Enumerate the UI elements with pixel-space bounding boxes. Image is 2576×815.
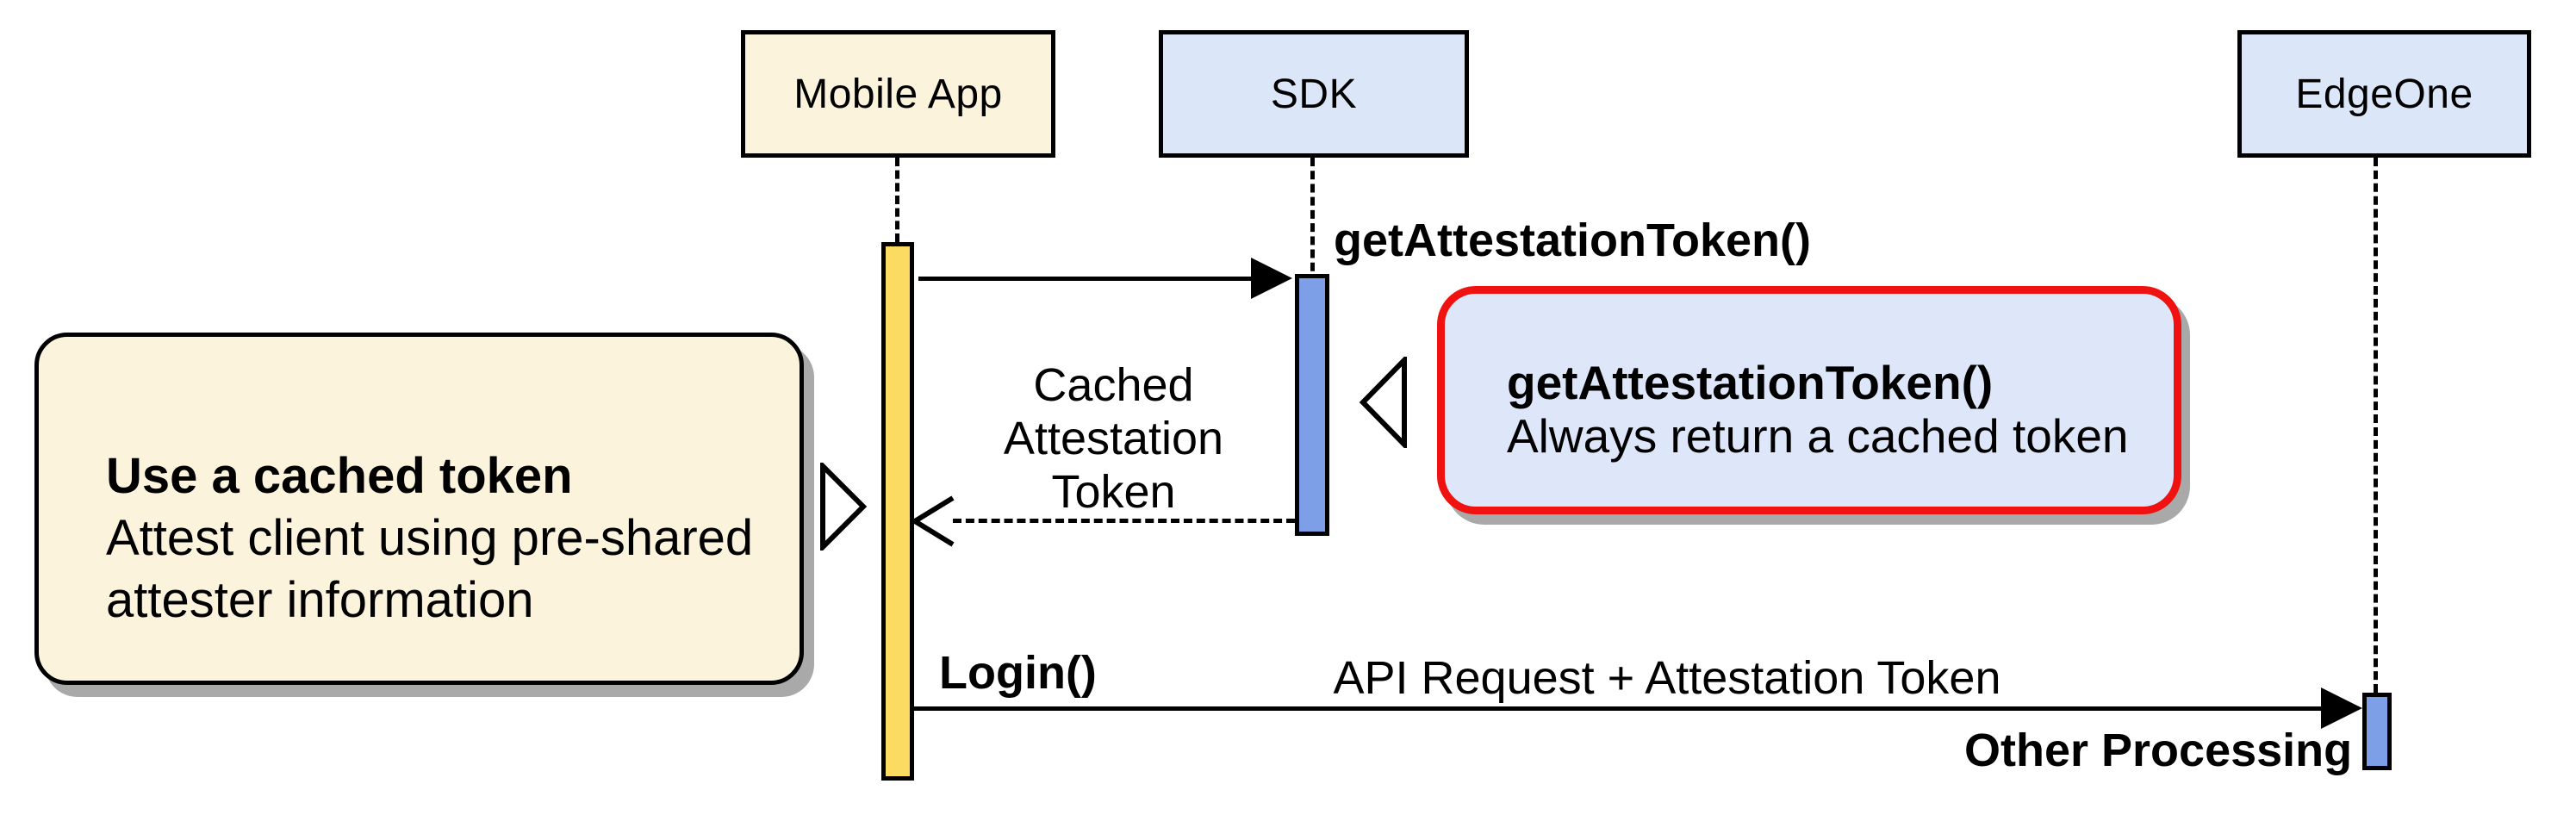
note-title-use-cached-token: Use a cached token (106, 448, 573, 504)
lifeline-mobile-app (895, 158, 899, 242)
open-arrowhead-cached-token-return (912, 495, 955, 547)
participant-box-mobile-app: Mobile App (741, 30, 1055, 158)
message-label-other-processing: Other Processing (1964, 725, 2353, 776)
message-label-api-request: API Request + Attestation Token (1333, 652, 2001, 704)
participant-label-edgeone: EdgeOne (2295, 71, 2473, 117)
note-use-cached-token: Use a cached token Attest client using p… (34, 333, 804, 685)
message-label-get-attestation-token: getAttestationToken() (1334, 215, 1811, 266)
note-connector-triangle-right (820, 463, 868, 551)
note-get-attestation-token: getAttestationToken() Always return a ca… (1437, 286, 2181, 514)
note-body-use-cached-token: Attest client using pre-shared attester … (106, 510, 754, 628)
participant-label-mobile-app: Mobile App (793, 71, 1003, 117)
message-line-api-request (914, 706, 2327, 711)
participant-box-edgeone: EdgeOne (2237, 30, 2531, 158)
activation-bar-sdk (1295, 274, 1329, 536)
note-body-get-attestation-token: Always return a cached token (1507, 409, 2129, 463)
participant-label-sdk: SDK (1270, 71, 1358, 117)
arrowhead-api-request (2321, 687, 2362, 729)
message-line-cached-token-return (953, 519, 1295, 523)
lifeline-edgeone (2374, 158, 2378, 693)
participant-box-sdk: SDK (1159, 30, 1469, 158)
message-label-login: Login() (939, 647, 1097, 699)
activation-bar-edgeone (2362, 693, 2392, 770)
activation-bar-mobile-app (881, 242, 914, 781)
arrowhead-get-attestation-token (1251, 258, 1292, 299)
message-line-get-attestation-token (918, 277, 1256, 281)
note-title-get-attestation-token: getAttestationToken() (1507, 356, 1994, 409)
lifeline-sdk (1310, 158, 1315, 284)
message-label-cached-token-return: Cached Attestation Token (1003, 359, 1224, 518)
note-connector-triangle-left (1360, 357, 1407, 448)
